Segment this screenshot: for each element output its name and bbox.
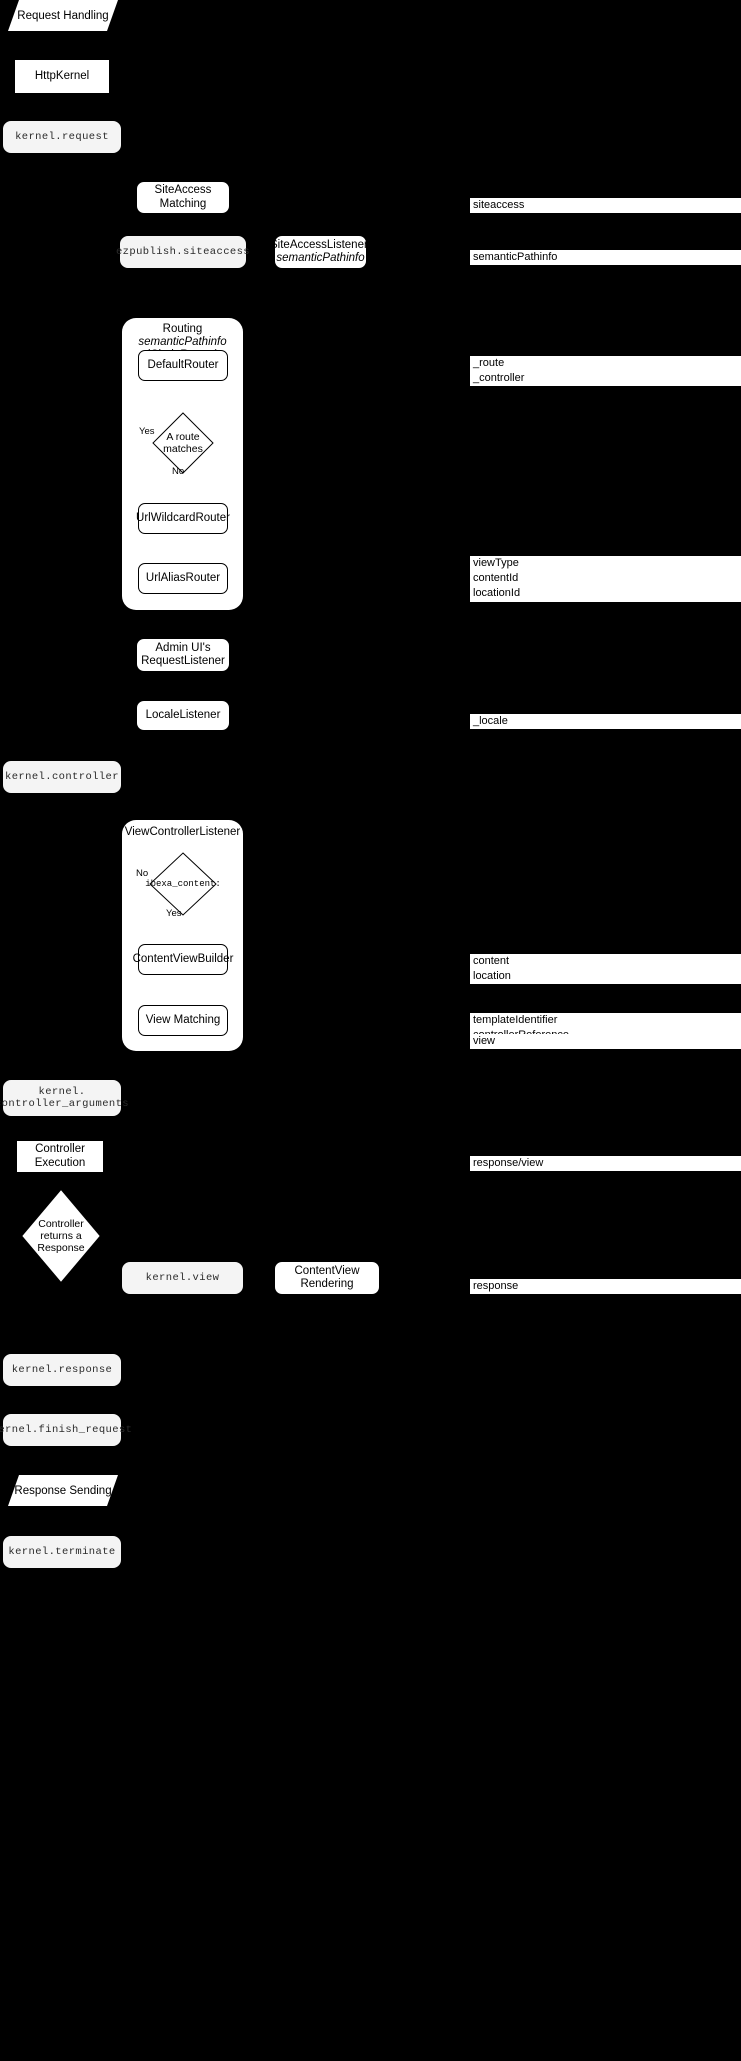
node-siteaccess-matching[interactable]: SiteAccess Matching — [137, 182, 229, 213]
attribute-response-view: response/view — [470, 1156, 741, 1172]
decision-line-2: returns a — [40, 1230, 82, 1242]
group-title-line-1-emphasis: semanticPathinfo — [138, 336, 227, 348]
event-kernel-response[interactable]: kernel.response — [3, 1354, 121, 1386]
decision-label: Controller returns a Response — [22, 1190, 100, 1282]
node-line-2: semanticPathinfo — [276, 252, 365, 264]
decision-line-1: Controller — [38, 1218, 84, 1230]
attribute-line: response — [470, 1279, 741, 1295]
attribute-line: siteaccess — [470, 198, 741, 214]
attribute-line: locationId — [470, 586, 741, 602]
attribute-line: templateIdentifier — [470, 1013, 741, 1029]
attribute-line: viewType — [470, 556, 741, 572]
event-kernel-finish-request[interactable]: kernel.finish_request — [0, 1414, 132, 1446]
node-locale-listener[interactable]: LocaleListener — [137, 701, 229, 730]
banner-label: Response Sending — [14, 1484, 112, 1497]
attribute-content-location: content location — [470, 954, 741, 985]
diamond-shape — [22, 1190, 100, 1282]
diamond-shape — [152, 412, 214, 474]
attribute-line: semanticPathinfo — [470, 250, 741, 266]
attribute-response: response — [470, 1279, 741, 1295]
node-line-1: Admin UI's — [155, 641, 211, 654]
node-contentview-rendering[interactable]: ContentView Rendering — [275, 1262, 379, 1294]
node-content-view-builder[interactable]: ContentViewBuilder — [133, 944, 233, 975]
edge-label-yes-ibexa: Yes — [166, 908, 182, 919]
banner-label: Request Handling — [17, 9, 109, 22]
banner-request-handling: Request Handling — [8, 0, 118, 31]
edge-label-no-route: No — [172, 466, 185, 477]
decision-line-1: A route — [166, 431, 200, 443]
event-kernel-view[interactable]: kernel.view — [122, 1262, 243, 1294]
attribute-view: view — [470, 1034, 741, 1050]
attribute-line: _route — [470, 356, 741, 372]
parallelogram-shape — [8, 0, 118, 31]
event-kernel-request[interactable]: kernel.request — [3, 121, 121, 153]
event-ezpublish-siteaccess[interactable]: ezpublish.siteaccess — [116, 236, 250, 268]
decision-controller-returns-response[interactable]: Controller returns a Response — [22, 1190, 100, 1282]
node-http-kernel[interactable]: HttpKernel — [15, 60, 109, 93]
edge-label-no-ibexa: No — [136, 868, 149, 879]
decision-label: ibexa_content: — [145, 879, 221, 889]
edge-label-yes-route: Yes — [139, 426, 155, 437]
attribute-line: content — [470, 954, 741, 970]
decision-line-2: matches — [163, 443, 203, 455]
event-line-2: controller_arguments — [0, 1098, 130, 1110]
attribute-semanticpathinfo: semanticPathinfo — [470, 250, 741, 266]
node-line-1: SiteAccessListener: — [270, 238, 371, 251]
attribute-viewtype-contentid-locationid: viewType contentId locationId — [470, 556, 741, 602]
node-view-matching[interactable]: View Matching — [138, 1005, 228, 1036]
node-default-router[interactable]: DefaultRouter — [138, 350, 228, 381]
decision-a-route-matches[interactable]: A route matches — [152, 412, 214, 474]
group-title-line-1-prefix: Routing — [162, 323, 203, 335]
attribute-line: location — [470, 969, 741, 985]
node-siteaccess-listener[interactable]: SiteAccessListener: semanticPathinfo — [270, 236, 371, 268]
node-url-wildcard-router[interactable]: UrlWildcardRouter — [136, 503, 230, 534]
event-kernel-terminate[interactable]: kernel.terminate — [3, 1536, 121, 1568]
decision-label: A route matches — [152, 412, 214, 474]
attribute-locale: _locale — [470, 714, 741, 730]
event-line-1: kernel. — [38, 1085, 86, 1098]
node-url-alias-router[interactable]: UrlAliasRouter — [138, 563, 228, 594]
attribute-siteaccess: siteaccess — [470, 198, 741, 214]
attribute-route-controller: _route _controller — [470, 356, 741, 387]
node-controller-execution[interactable]: Controller Execution — [17, 1141, 103, 1172]
diamond-shape — [149, 852, 217, 916]
decision-ibexa-content[interactable]: ibexa_content: — [145, 852, 221, 916]
group-view-controller-listener-title: ViewControllerListener — [124, 826, 241, 838]
event-kernel-controller[interactable]: kernel.controller — [3, 761, 121, 793]
attribute-line: view — [470, 1034, 741, 1050]
node-line-2: RequestListener — [141, 655, 225, 667]
event-kernel-controller-arguments[interactable]: kernel. controller_arguments — [0, 1080, 129, 1116]
attribute-line: _controller — [470, 371, 741, 387]
node-admin-ui-request-listener[interactable]: Admin UI's RequestListener — [137, 639, 229, 671]
banner-response-sending: Response Sending — [8, 1475, 118, 1506]
parallelogram-shape — [8, 1475, 118, 1506]
attribute-line: contentId — [470, 571, 741, 587]
attribute-line: _locale — [470, 714, 741, 730]
attribute-line: response/view — [470, 1156, 741, 1172]
decision-line-3: Response — [37, 1242, 85, 1254]
